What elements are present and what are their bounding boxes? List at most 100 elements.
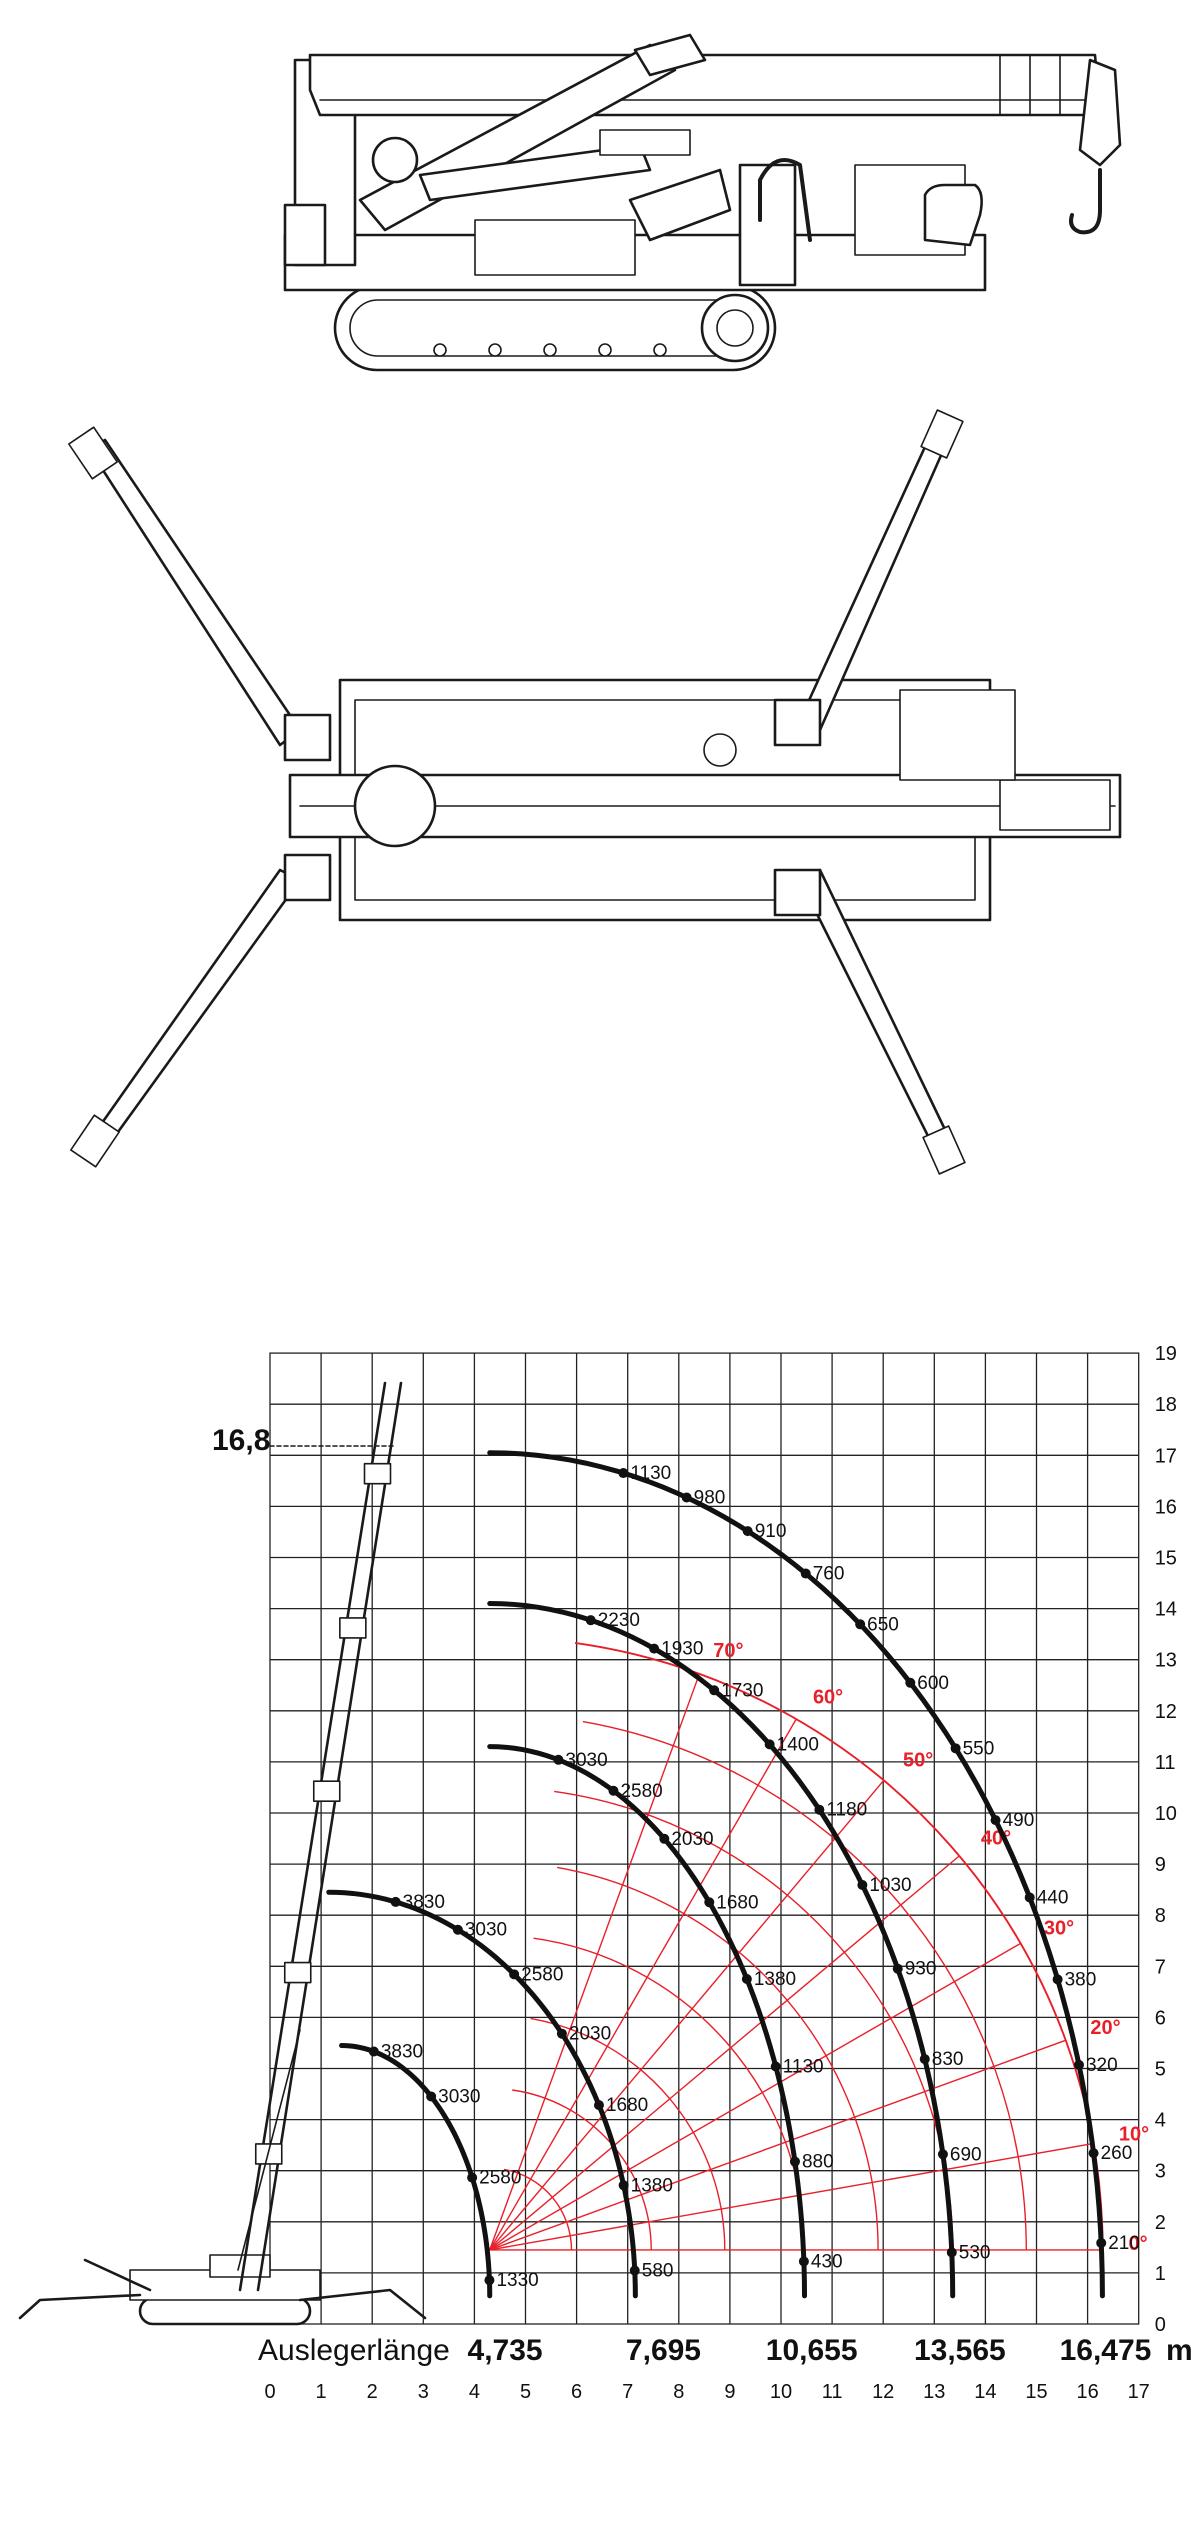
y-tick-label: 16 bbox=[1155, 1496, 1177, 1518]
load-value: 3030 bbox=[438, 2086, 480, 2107]
load-point bbox=[770, 2061, 781, 2072]
load-value: 260 bbox=[1101, 2143, 1133, 2164]
x-tick-label: 1 bbox=[316, 2381, 327, 2403]
crane-mini bbox=[18, 2254, 427, 2326]
load-value: 1330 bbox=[496, 2270, 538, 2291]
grid-frame bbox=[269, 1352, 1140, 2325]
boom-tip-top bbox=[999, 779, 1111, 831]
load-point bbox=[1088, 2148, 1099, 2159]
load-value: 3030 bbox=[565, 1750, 607, 1771]
load-point bbox=[709, 1685, 720, 1696]
angle-label: 20° bbox=[1090, 2017, 1120, 2039]
track-roller bbox=[598, 343, 612, 357]
load-point bbox=[814, 1804, 825, 1815]
load-value: 1730 bbox=[721, 1680, 763, 1701]
load-value: 2580 bbox=[479, 2168, 521, 2189]
load-value: 1680 bbox=[716, 1892, 758, 1913]
y-tick-label: 17 bbox=[1155, 1445, 1177, 1467]
load-point bbox=[919, 2054, 930, 2065]
angle-line bbox=[489, 1673, 701, 2251]
radius-circle bbox=[530, 2017, 726, 2250]
load-point bbox=[553, 1754, 564, 1765]
y-tick-label: 1 bbox=[1155, 2263, 1166, 2285]
jib-link bbox=[633, 33, 707, 77]
load-value: 1380 bbox=[631, 2175, 673, 2196]
boom-rail bbox=[238, 1381, 387, 2292]
load-value: 760 bbox=[813, 1564, 845, 1585]
x-tick-label: 3 bbox=[418, 2381, 429, 2403]
load-point bbox=[659, 1833, 670, 1844]
load-value: 910 bbox=[755, 1521, 787, 1542]
x-tick-label: 2 bbox=[367, 2381, 378, 2403]
load-point bbox=[585, 1615, 596, 1626]
boom-telescoped bbox=[237, 1381, 403, 2292]
y-tick-label: 8 bbox=[1155, 1905, 1166, 1927]
load-value: 210 bbox=[1108, 2233, 1140, 2254]
max-height-label: 16,8 bbox=[212, 1424, 270, 1457]
boom-cylinder bbox=[237, 2029, 301, 2271]
angle-line bbox=[489, 2142, 1094, 2251]
track-roller bbox=[488, 343, 502, 357]
track-roller bbox=[653, 343, 667, 357]
angle-lines: 0°10°20°30°40°50°60°70° bbox=[489, 1640, 1149, 2255]
radius-circle bbox=[557, 1866, 879, 2250]
x-tick-label: 8 bbox=[673, 2381, 684, 2403]
load-point bbox=[509, 1969, 520, 1980]
load-point bbox=[390, 1896, 401, 1907]
crane-top-view bbox=[68, 409, 1122, 1175]
load-point bbox=[798, 2256, 809, 2267]
boom-section-head bbox=[312, 1780, 341, 1802]
mini-track bbox=[138, 2296, 312, 2326]
track-roller bbox=[543, 343, 557, 357]
outrigger-pad bbox=[70, 1114, 120, 1168]
load-arcs bbox=[326, 1450, 1105, 2299]
outrigger-pad bbox=[922, 1125, 966, 1175]
y-tick-label: 10 bbox=[1155, 1803, 1177, 1825]
load-point bbox=[608, 1785, 619, 1796]
load-point bbox=[1024, 1892, 1035, 1903]
boom-length-label: 16,475 bbox=[1060, 2334, 1152, 2367]
angle-label: 10° bbox=[1119, 2123, 1149, 2145]
outrigger-hook bbox=[758, 158, 812, 242]
load-diagram: 0°10°20°30°40°50°60°70° 1330258030303830… bbox=[18, 1343, 1177, 2403]
load-value: 2580 bbox=[521, 1964, 563, 1985]
load-value: 550 bbox=[963, 1738, 995, 1759]
load-value: 3030 bbox=[465, 1920, 507, 1941]
engine-cover bbox=[474, 219, 636, 276]
load-value: 430 bbox=[811, 2251, 843, 2272]
x-tick-label: 5 bbox=[520, 2381, 531, 2403]
load-point bbox=[905, 1677, 916, 1688]
load-arc bbox=[487, 1450, 1105, 2299]
outrigger-joint bbox=[773, 868, 822, 917]
y-tick-label: 6 bbox=[1155, 2007, 1166, 2029]
hydraulic-cylinder bbox=[418, 143, 652, 202]
track-roller bbox=[433, 343, 447, 357]
load-point bbox=[764, 1739, 775, 1750]
load-value: 930 bbox=[905, 1959, 937, 1980]
load-value: 980 bbox=[694, 1487, 726, 1508]
load-point bbox=[1096, 2237, 1107, 2248]
x-tick-label: 17 bbox=[1128, 2381, 1150, 2403]
load-point bbox=[629, 2265, 640, 2276]
load-arc bbox=[339, 2043, 493, 2299]
load-point bbox=[857, 1880, 868, 1891]
load-value: 1930 bbox=[661, 1639, 703, 1660]
boom-rail bbox=[256, 1381, 403, 2292]
x-tick-label: 4 bbox=[469, 2381, 480, 2403]
mini-cab bbox=[209, 2254, 271, 2278]
load-value: 1400 bbox=[777, 1734, 819, 1755]
boom-length-label: 4,735 bbox=[468, 2334, 543, 2367]
load-point bbox=[946, 2247, 957, 2258]
boom-length-label: 13,565 bbox=[914, 2334, 1006, 2367]
load-value: 880 bbox=[802, 2152, 834, 2173]
cab-top bbox=[899, 689, 1016, 781]
main-boom bbox=[308, 53, 1102, 117]
boom-section-head bbox=[283, 1961, 312, 1984]
load-value: 2230 bbox=[598, 1610, 640, 1631]
boom-length-label: 10,655 bbox=[766, 2334, 858, 2367]
engine-fan bbox=[703, 733, 737, 767]
load-value: 830 bbox=[932, 2049, 964, 2070]
outrigger-front-left bbox=[88, 438, 302, 747]
hook bbox=[1069, 168, 1102, 235]
